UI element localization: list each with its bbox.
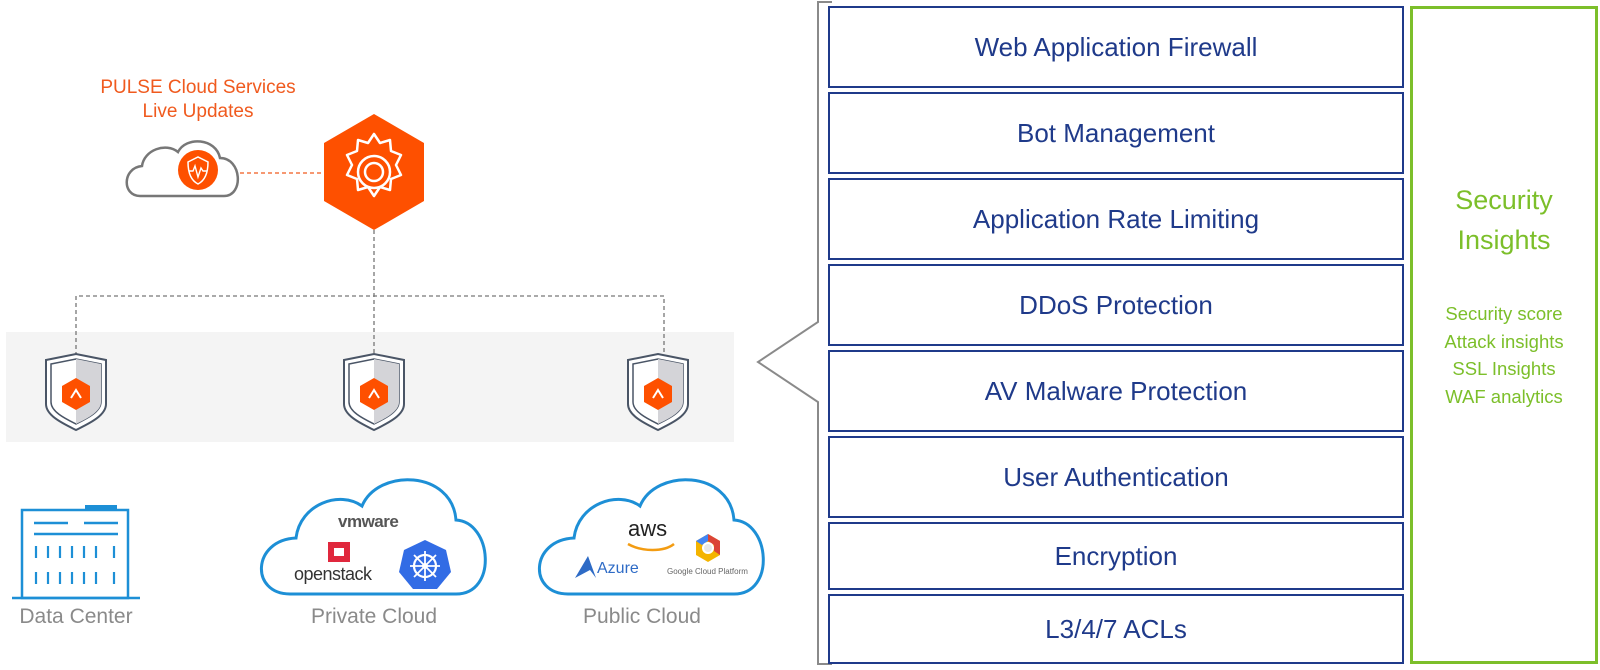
layers-bracket xyxy=(756,1,832,665)
openstack-logo-icon xyxy=(328,542,350,562)
azure-logo-icon xyxy=(575,556,596,578)
security-insights-panel xyxy=(1410,6,1598,664)
service-engine-shield-icon xyxy=(343,352,405,432)
layer-av-malware-protection: AV Malware Protection xyxy=(828,350,1404,432)
location-label-private-cloud: Private Cloud xyxy=(310,605,438,628)
location-label-public-cloud: Public Cloud xyxy=(583,605,701,628)
azure-logo: Azure xyxy=(597,560,639,577)
service-engine-shield-icon xyxy=(627,352,689,432)
security-insights-list: Security score Attack insights SSL Insig… xyxy=(1410,300,1598,410)
location-label-data-center: Data Center xyxy=(19,605,133,628)
layer-l3-4-7-acls: L3/4/7 ACLs xyxy=(828,594,1404,664)
insights-title-line1: Security xyxy=(1455,185,1553,215)
layer-user-authentication: User Authentication xyxy=(828,436,1404,518)
public-cloud-icon xyxy=(538,478,765,596)
service-engine-shield-icon xyxy=(45,352,107,432)
layer-ddos-protection: DDoS Protection xyxy=(828,264,1404,346)
insight-item: WAF analytics xyxy=(1445,385,1563,407)
layer-application-rate-limiting: Application Rate Limiting xyxy=(828,178,1404,260)
vmware-logo: vmware xyxy=(338,512,399,531)
gcp-logo: Google Cloud Platform xyxy=(667,567,748,576)
aws-smile-icon xyxy=(627,542,675,552)
pulse-title: PULSE Cloud Services Live Updates xyxy=(70,76,326,124)
insights-title-line2: Insights xyxy=(1457,225,1551,255)
pulse-cloud-icon xyxy=(125,140,240,198)
pulse-title-line1: PULSE Cloud Services xyxy=(100,77,296,98)
layer-bot-management: Bot Management xyxy=(828,92,1404,174)
kubernetes-logo-icon xyxy=(399,540,451,589)
aws-logo: aws xyxy=(628,516,668,541)
layer-web-application-firewall: Web Application Firewall xyxy=(828,6,1404,88)
openstack-logo: openstack xyxy=(294,564,372,584)
distribution-connector xyxy=(75,295,665,356)
insight-item: Attack insights xyxy=(1444,330,1564,352)
google-cloud-platform-logo-icon xyxy=(696,534,720,562)
controller-gear-icon xyxy=(324,114,424,230)
pulse-title-line2: Live Updates xyxy=(142,101,254,122)
security-insights-title: Security Insights xyxy=(1410,180,1598,260)
insight-item: SSL Insights xyxy=(1452,358,1556,379)
data-center-icon xyxy=(12,505,140,600)
insight-item: Security score xyxy=(1445,303,1563,324)
layer-encryption: Encryption xyxy=(828,522,1404,590)
